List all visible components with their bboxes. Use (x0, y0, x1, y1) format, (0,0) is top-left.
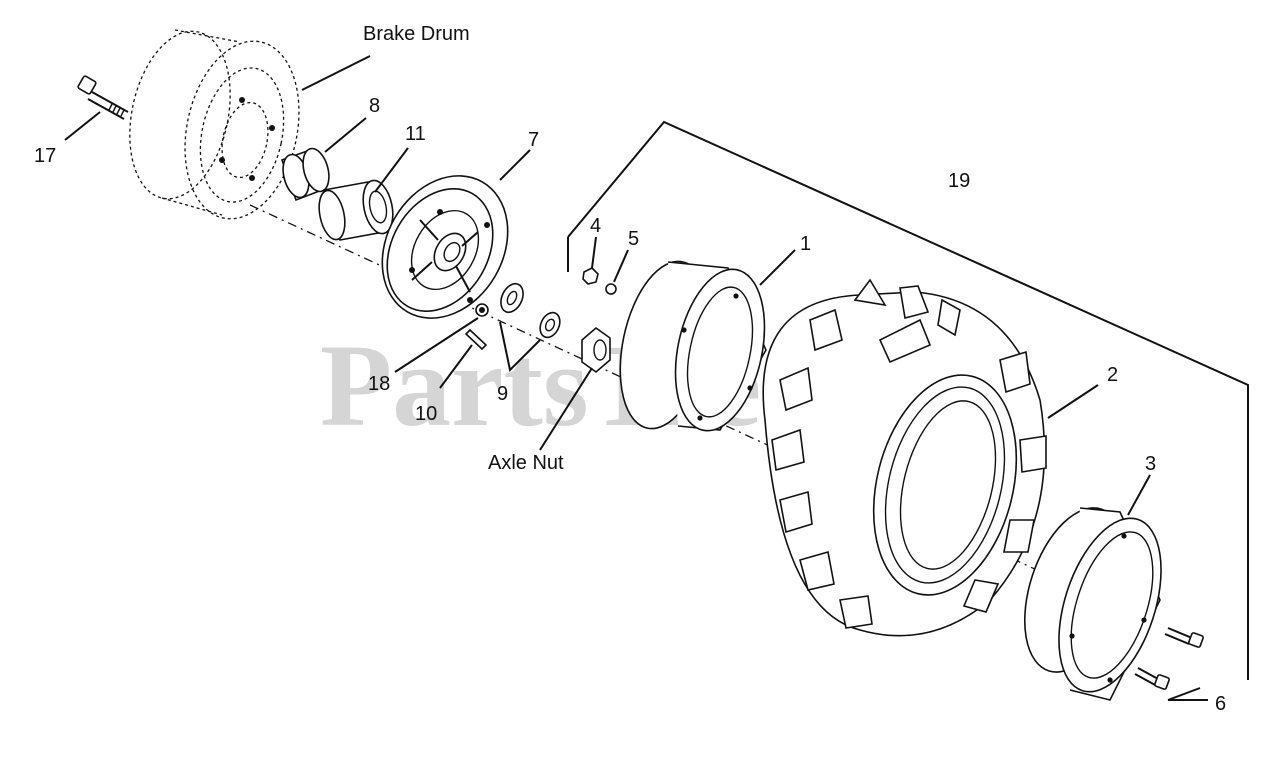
part-7-hub-plate[interactable] (357, 153, 532, 341)
part-6-bolts[interactable] (1134, 627, 1204, 690)
part-9-washers[interactable] (497, 280, 564, 340)
label-3: 3 (1145, 453, 1156, 475)
part-1-rim[interactable] (606, 253, 778, 439)
part-8-bushing[interactable] (279, 146, 334, 202)
label-5: 5 (628, 228, 639, 250)
label-brake-drum: Brake Drum (363, 23, 470, 45)
label-8: 8 (369, 95, 380, 117)
label-9: 9 (497, 383, 508, 405)
brake-drum[interactable] (115, 22, 314, 230)
part-4-nut[interactable] (582, 267, 599, 285)
leader-lines (64, 55, 1249, 701)
label-4: 4 (590, 215, 601, 237)
part-5-lockwasher[interactable] (605, 283, 617, 295)
label-1: 1 (800, 233, 811, 255)
label-18: 18 (368, 373, 390, 395)
label-19: 19 (948, 170, 970, 192)
label-10: 10 (415, 403, 437, 425)
part-2-tire[interactable] (762, 278, 1047, 637)
part-17-bolt[interactable] (77, 75, 129, 120)
label-7: 7 (528, 129, 539, 151)
callout-labels: Brake Drum Axle Nut 1 2 3 4 5 6 7 8 9 10… (34, 23, 1226, 715)
part-10-pin[interactable] (464, 328, 488, 351)
part-11-hub[interactable] (315, 178, 397, 242)
axle-nut[interactable] (581, 326, 611, 374)
part-3-rim[interactable] (1006, 495, 1181, 704)
part-18-nut[interactable] (475, 303, 489, 317)
label-2: 2 (1107, 364, 1118, 386)
label-6: 6 (1215, 693, 1226, 715)
label-17: 17 (34, 145, 56, 167)
label-axle-nut: Axle Nut (488, 452, 564, 474)
label-11: 11 (405, 123, 426, 145)
